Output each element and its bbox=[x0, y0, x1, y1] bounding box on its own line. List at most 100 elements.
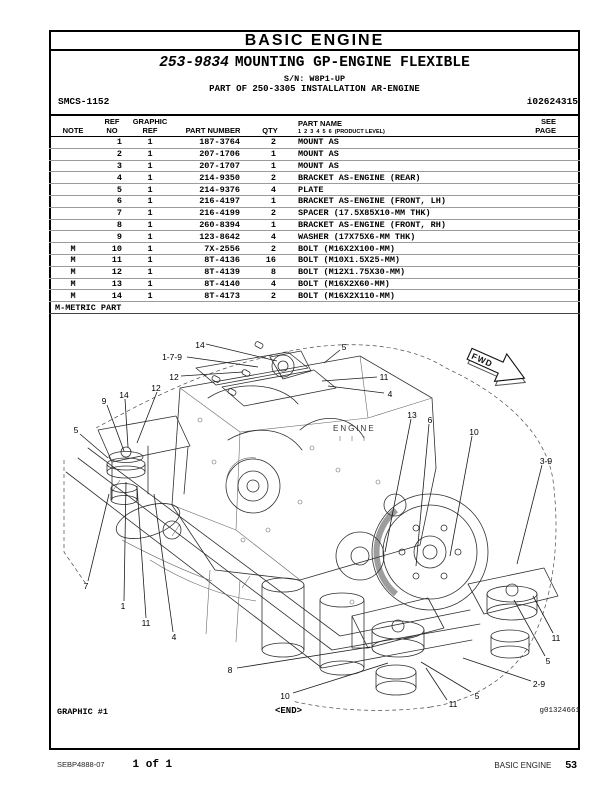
doc-code: SEBP4888-07 bbox=[57, 760, 105, 769]
callout-label: 5 bbox=[546, 656, 551, 666]
callout-label: 11 bbox=[380, 372, 389, 382]
graphic-caption: GRAPHIC #1 bbox=[57, 707, 109, 717]
callout-leader-line bbox=[136, 391, 158, 444]
assembly-title: 253-9834 MOUNTING GP-ENGINE FLEXIBLE bbox=[49, 55, 580, 71]
callout-label: 3-9 bbox=[540, 456, 553, 466]
callout-leader-line bbox=[384, 418, 412, 553]
callout-leader-line bbox=[87, 493, 110, 582]
callout-leader-line bbox=[415, 423, 430, 567]
footer-left: SEBP4888-07 1 of 1 bbox=[57, 759, 172, 771]
callout-leader-line bbox=[124, 398, 129, 448]
callout-leader-line bbox=[327, 385, 385, 394]
callout-leader-line bbox=[180, 371, 244, 377]
column-header-qty: QTY bbox=[262, 125, 278, 135]
callout-leader-line bbox=[462, 657, 532, 682]
column-header-note: NOTE bbox=[62, 125, 84, 135]
callout-label: 14 bbox=[195, 340, 205, 350]
callout-leader-line bbox=[532, 595, 554, 634]
callout-leader-line bbox=[420, 661, 472, 693]
callout-leader-line bbox=[136, 485, 147, 619]
callout-leader-line bbox=[153, 493, 174, 633]
graphic-id: g01324661 bbox=[539, 707, 580, 715]
callout-leader-line bbox=[123, 481, 127, 602]
serial-range: S/N: W8P1-UP bbox=[283, 74, 346, 84]
callout-leader-line bbox=[449, 435, 473, 557]
footer-section: BASIC ENGINE bbox=[494, 761, 552, 770]
callout-label: 8 bbox=[228, 665, 233, 675]
column-header-part-number: PART NUMBER bbox=[185, 125, 241, 135]
callout-leader-line bbox=[292, 662, 389, 694]
column-header-part-name: PART NAME 1 2 3 4 5 6 (PRODUCT LEVEL) bbox=[287, 118, 518, 135]
section-header: BASIC ENGINE bbox=[49, 30, 580, 51]
callout-leader-line bbox=[513, 599, 546, 657]
callout-leader-line bbox=[205, 343, 278, 362]
page-count: 1 of 1 bbox=[132, 759, 173, 771]
callout-label: 11 bbox=[142, 618, 151, 628]
section-title: BASIC ENGINE bbox=[244, 31, 385, 49]
callout-leader-line bbox=[516, 464, 543, 565]
callout-label: 6 bbox=[428, 415, 433, 425]
callout-label: 12 bbox=[151, 383, 161, 393]
callout-label: 4 bbox=[172, 632, 177, 642]
callout-label: 1 bbox=[121, 601, 126, 611]
smcs-code: SMCS-1152 bbox=[58, 96, 110, 107]
engine-illustration bbox=[63, 341, 559, 711]
callout-label: 1-7-9 bbox=[162, 352, 182, 362]
callout-label: 10 bbox=[280, 691, 290, 701]
callout-label: 2-9 bbox=[533, 679, 546, 689]
engine-block-label: ENGINE bbox=[333, 424, 376, 433]
metric-note: M-METRIC PART bbox=[49, 302, 580, 315]
callout-leader-line bbox=[425, 667, 448, 701]
callout-label: 7 bbox=[84, 581, 89, 591]
callout-leader-line bbox=[323, 349, 341, 364]
callout-leader-line bbox=[321, 376, 378, 382]
callout-label: 13 bbox=[407, 410, 417, 420]
fwd-arrow: FWD bbox=[466, 347, 527, 387]
end-marker: <END> bbox=[275, 706, 303, 716]
footer-right: BASIC ENGINE 53 bbox=[494, 759, 577, 771]
callout-label: 12 bbox=[169, 372, 179, 382]
assembly-name: MOUNTING GP-ENGINE FLEXIBLE bbox=[234, 55, 470, 71]
document-id: i02624315 bbox=[526, 96, 578, 107]
callout-leader-line bbox=[236, 646, 371, 669]
callout-leader-line bbox=[79, 433, 109, 459]
product-level-scale: 1 2 3 4 5 6 (PRODUCT LEVEL) bbox=[298, 129, 385, 135]
callout-label: 11 bbox=[449, 699, 458, 709]
callout-label: 5 bbox=[342, 342, 347, 352]
callout-label: 11 bbox=[552, 633, 561, 643]
callout-label: 4 bbox=[388, 389, 393, 399]
assembly-part-number: 253-9834 bbox=[159, 55, 229, 71]
footer-page-number: 53 bbox=[565, 759, 577, 771]
callout-leader-line bbox=[106, 404, 125, 452]
callout-label: 5 bbox=[74, 425, 79, 435]
callout-label: 14 bbox=[119, 390, 129, 400]
parent-assembly: PART OF 250-3305 INSTALLATION AR-ENGINE bbox=[209, 84, 420, 94]
callout-label: 5 bbox=[475, 691, 480, 701]
callout-label: 9 bbox=[102, 396, 107, 406]
callout-label: 10 bbox=[469, 427, 479, 437]
engine-label-ticks bbox=[339, 436, 365, 441]
callout-leader-line bbox=[186, 356, 259, 368]
